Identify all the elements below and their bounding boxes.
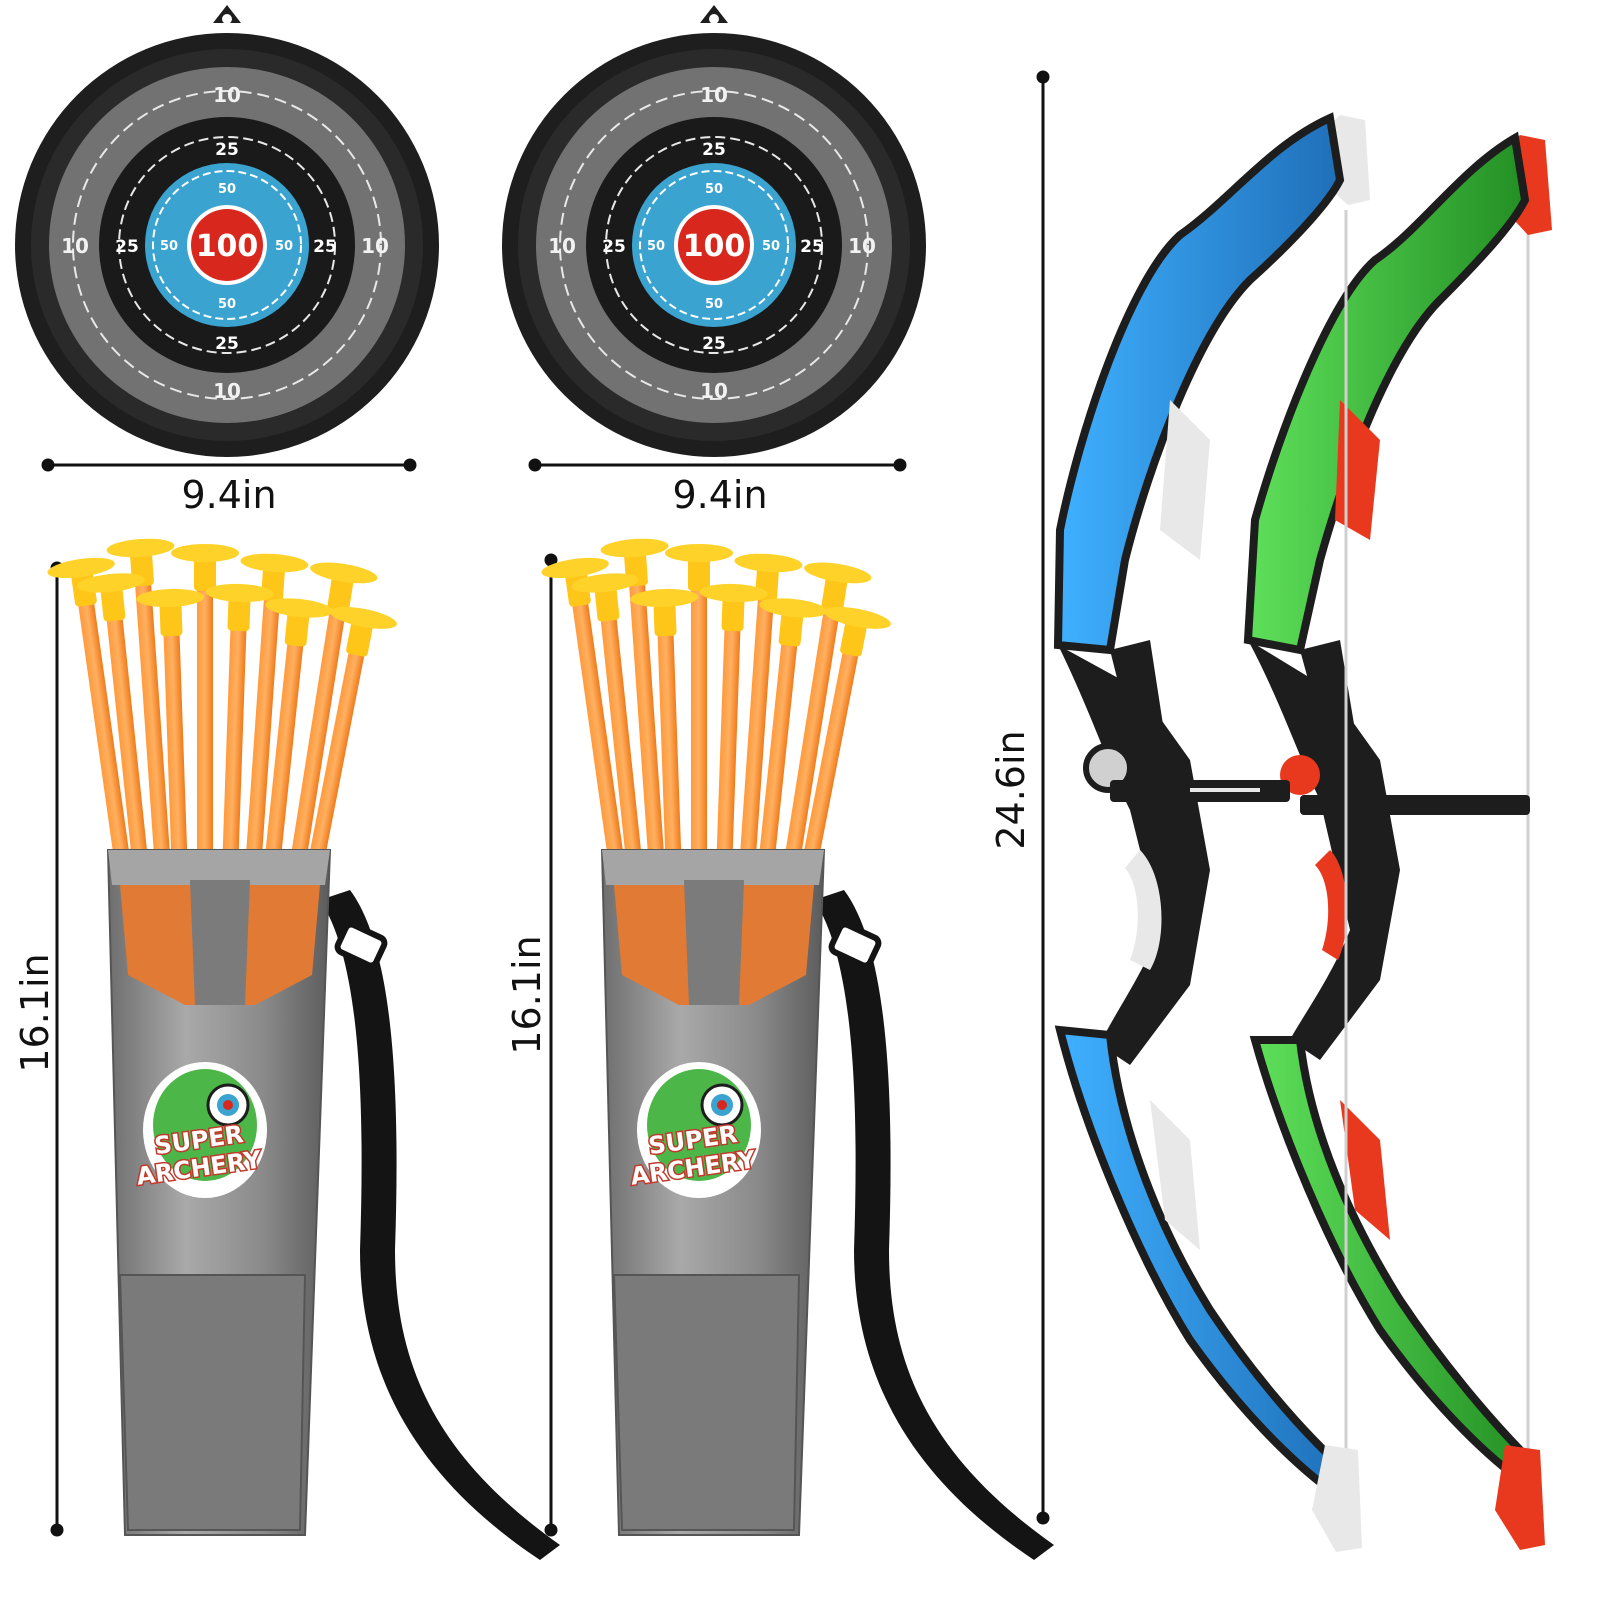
strap-buckle <box>334 921 388 969</box>
foam-arrow <box>600 538 669 890</box>
foam-arrow <box>571 573 649 924</box>
foam-arrow <box>282 562 378 912</box>
target-ring-score: 10 <box>61 234 89 258</box>
target-ring-score: 10 <box>548 234 576 258</box>
target-ring-score: 50 <box>705 297 723 312</box>
strap-buckle <box>828 921 882 969</box>
shoulder-strap <box>814 890 1054 1560</box>
foam-arrow <box>734 553 803 905</box>
bow-height-label: 24.6in <box>989 730 1033 849</box>
target-ring-score: 10 <box>361 234 389 258</box>
target-ring-score: 50 <box>218 182 236 197</box>
target-ring-score: 25 <box>702 140 726 160</box>
target-ring-score: 25 <box>215 334 239 354</box>
target-ring-score: 50 <box>218 297 236 312</box>
foam-arrow <box>171 544 239 895</box>
target-ring-score: 50 <box>647 239 665 254</box>
target-ring-score: 25 <box>313 237 337 257</box>
target-ring-score: 25 <box>115 237 139 257</box>
target-ring-score: 10 <box>213 379 241 403</box>
target-ring-score: 50 <box>762 239 780 254</box>
quiver-right-height-label: 16.1in <box>505 935 549 1054</box>
target-ring-score: 50 <box>160 239 178 254</box>
shoulder-strap <box>320 890 560 1560</box>
foam-arrow <box>77 573 155 924</box>
target-ring-score: 50 <box>275 239 293 254</box>
target-bullseye-score: 100 <box>196 229 259 264</box>
dartboard-target-icon: 10 10 10 10 25 25 25 25 50 50 50 50 100 <box>501 4 927 458</box>
target-ring-score: 25 <box>800 237 824 257</box>
blue-bow-icon <box>1053 112 1370 1552</box>
green-bow-icon <box>1243 131 1552 1550</box>
foam-arrow <box>665 544 733 895</box>
quiver-left-height-label: 16.1in <box>13 953 57 1072</box>
foam-arrow <box>776 562 872 912</box>
target-bullseye-score: 100 <box>683 229 746 264</box>
target-ring-score: 10 <box>848 234 876 258</box>
target-ring-score: 50 <box>705 182 723 197</box>
dartboard-target-icon: 10 10 10 10 25 25 25 25 50 50 50 50 100 <box>14 4 440 458</box>
target-ring-score: 10 <box>700 83 728 107</box>
target-ring-score: 25 <box>215 140 239 160</box>
foam-arrow <box>106 538 175 890</box>
target-ring-score: 10 <box>213 83 241 107</box>
target-right-width-label: 9.4in <box>672 473 767 517</box>
target-ring-score: 25 <box>602 237 626 257</box>
target-ring-score: 25 <box>702 334 726 354</box>
target-ring-score: 10 <box>700 379 728 403</box>
target-left-width-label: 9.4in <box>181 473 276 517</box>
